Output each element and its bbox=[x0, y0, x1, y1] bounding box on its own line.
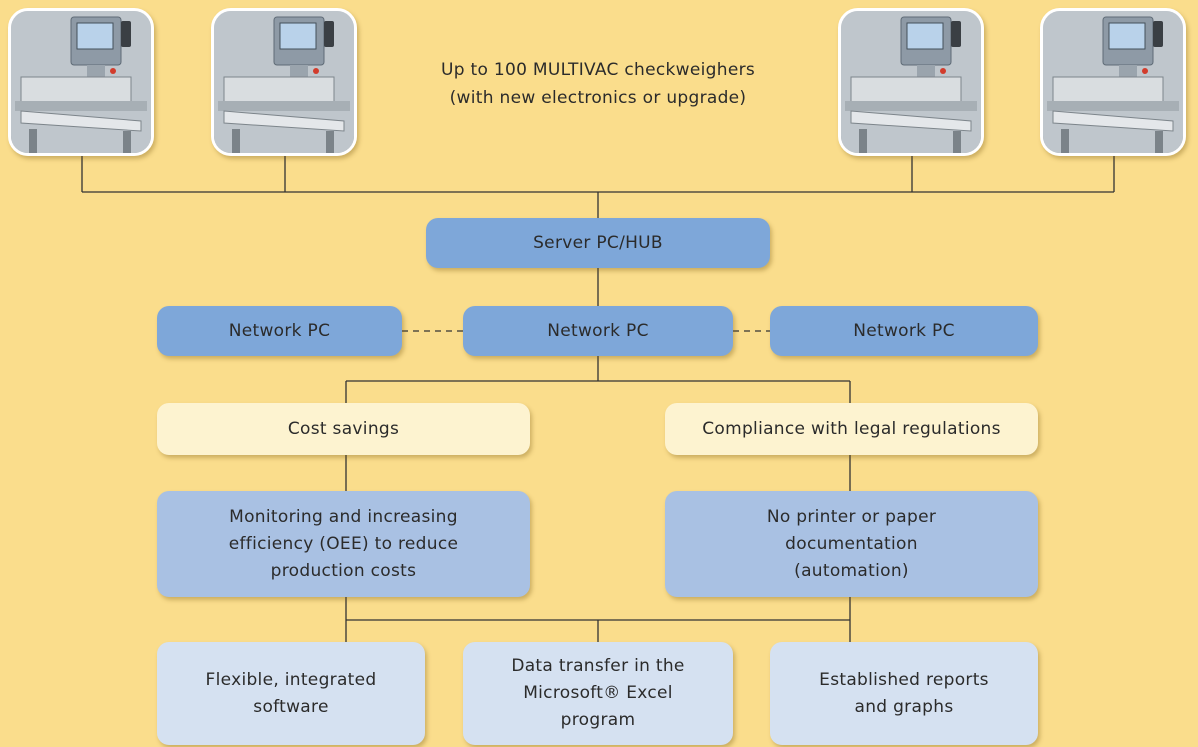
server-hub-box: Server PC/HUB bbox=[426, 218, 770, 268]
network-pc-right-label: Network PC bbox=[853, 320, 955, 341]
paperless-label: No printer or paper documentation (autom… bbox=[766, 506, 937, 581]
checkweigher-machine-2 bbox=[211, 8, 357, 156]
checkweighers-caption: Up to 100 MULTIVAC checkweighers (with n… bbox=[440, 60, 756, 108]
network-pc-center-label: Network PC bbox=[547, 320, 649, 341]
efficiency-box: Monitoring and increasing efficiency (OE… bbox=[157, 491, 530, 597]
compliance-box: Compliance with legal regulations bbox=[665, 403, 1038, 455]
checkweigher-machine-photo-icon bbox=[11, 11, 151, 153]
excel-transfer-box: Data transfer in the Microsoft® Excel pr… bbox=[463, 642, 733, 745]
compliance-label: Compliance with legal regulations bbox=[702, 418, 1001, 439]
software-label: Flexible, integrated software bbox=[205, 669, 377, 717]
checkweigher-machine-1 bbox=[8, 8, 154, 156]
network-pc-center-box: Network PC bbox=[463, 306, 733, 356]
efficiency-label: Monitoring and increasing efficiency (OE… bbox=[228, 506, 459, 581]
server-hub-label: Server PC/HUB bbox=[533, 232, 663, 253]
cost-savings-label: Cost savings bbox=[287, 418, 400, 439]
checkweigher-machine-photo-icon bbox=[841, 11, 981, 153]
network-pc-left-label: Network PC bbox=[228, 320, 331, 341]
reports-box: Established reports and graphs bbox=[770, 642, 1038, 745]
reports-label: Established reports and graphs bbox=[819, 669, 989, 717]
excel-transfer-label: Data transfer in the Microsoft® Excel pr… bbox=[511, 656, 685, 730]
checkweigher-machine-3 bbox=[838, 8, 984, 156]
paperless-box: No printer or paper documentation (autom… bbox=[665, 491, 1038, 597]
cost-savings-box: Cost savings bbox=[157, 403, 530, 455]
network-pc-left-box: Network PC bbox=[157, 306, 402, 356]
checkweigher-machine-photo-icon bbox=[214, 11, 354, 153]
network-pc-right-box: Network PC bbox=[770, 306, 1038, 356]
software-box: Flexible, integrated software bbox=[157, 642, 425, 745]
checkweigher-machine-4 bbox=[1040, 8, 1186, 156]
checkweigher-machine-photo-icon bbox=[1043, 11, 1183, 153]
